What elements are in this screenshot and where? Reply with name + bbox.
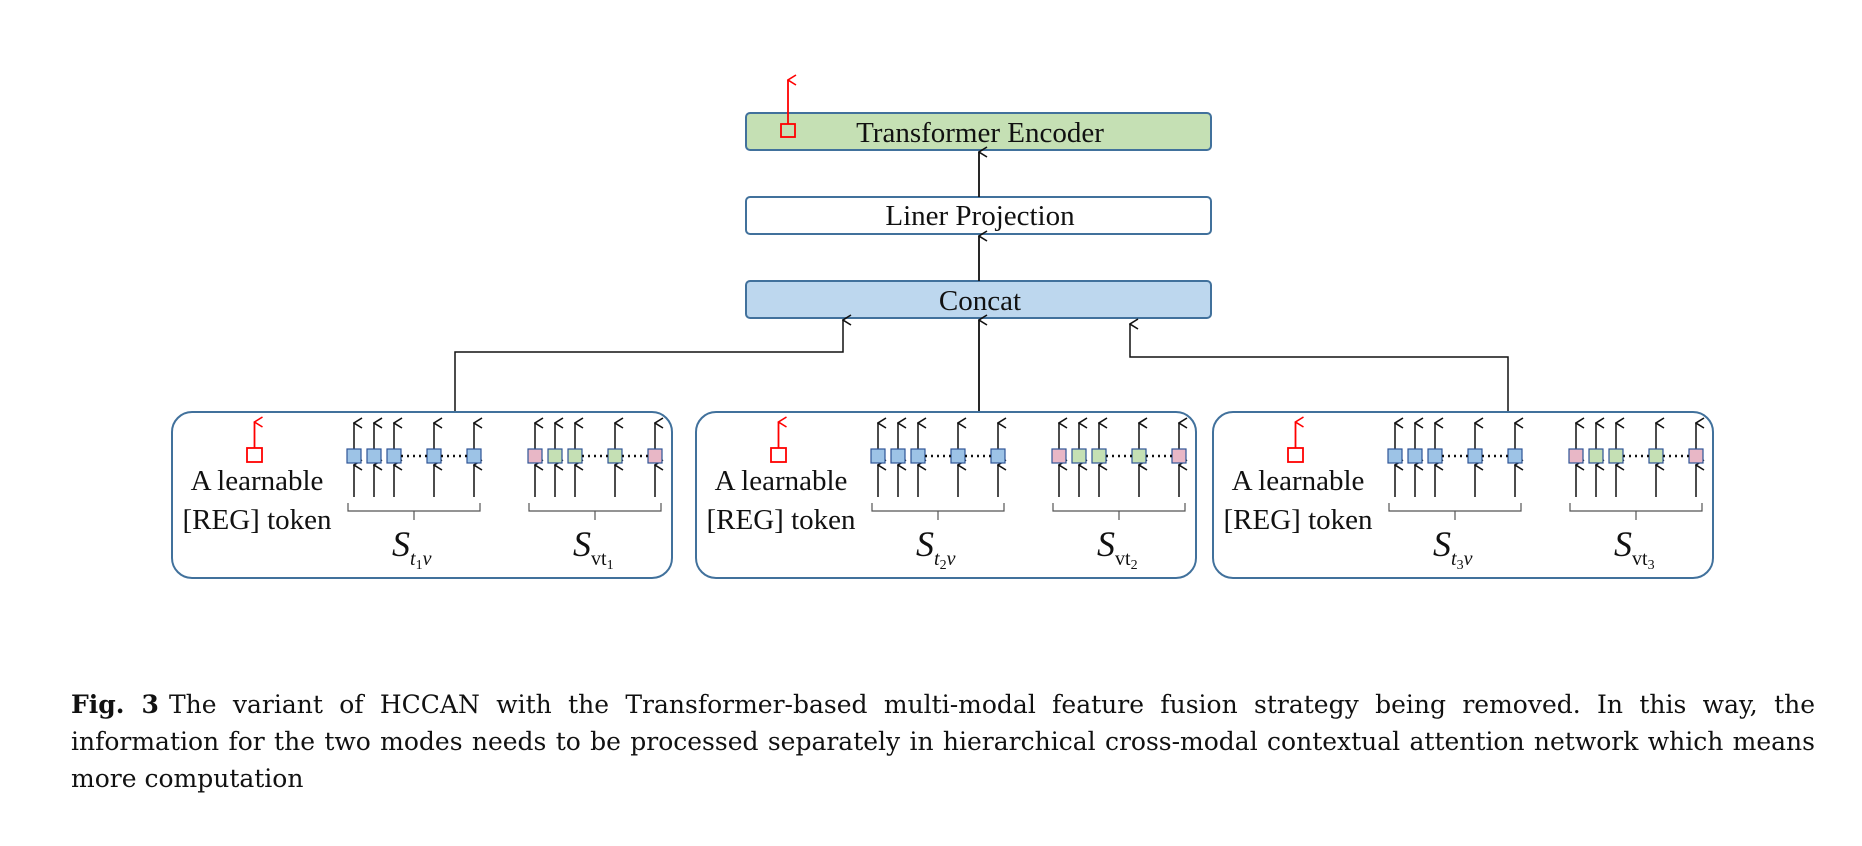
visual-text-group-3: Svt3 (1568, 423, 1704, 573)
hccan-variant-diagram: Transformer Encoder Liner Projection Con… (171, 0, 1714, 579)
group-brace (528, 503, 662, 520)
concat-label: Concat (939, 285, 1021, 317)
feature-token (547, 448, 563, 464)
reg-token-icon (770, 422, 786, 463)
reg-token-icon (246, 422, 262, 463)
feature-token (1387, 448, 1403, 464)
concat-block: Concat (745, 280, 1212, 319)
reg-token-label-line1: A learnable (715, 465, 848, 497)
group-label: Svt3 (1614, 524, 1655, 573)
feature-token (426, 448, 442, 464)
linear-projection-label: Liner Projection (885, 200, 1075, 232)
feature-token (950, 448, 966, 464)
feature-token (990, 448, 1006, 464)
feature-token (1688, 448, 1704, 464)
visual-text-group-1: Svt1 (527, 423, 663, 573)
feature-token (1608, 448, 1624, 464)
reg-token-label-line1: A learnable (1232, 465, 1365, 497)
feature-token (346, 448, 362, 464)
visual-text-group-2: Svt2 (1051, 423, 1187, 573)
feature-token (1407, 448, 1423, 464)
feature-token (1051, 448, 1067, 464)
feature-token (1467, 448, 1483, 464)
feature-token (647, 448, 663, 464)
feature-token (1171, 448, 1187, 464)
panel3-to-concat-connector (1130, 324, 1509, 412)
transformer-encoder-block: Transformer Encoder (745, 112, 1212, 151)
text-visual-group-3: St3v (1387, 423, 1523, 573)
feature-token (567, 448, 583, 464)
feature-token (890, 448, 906, 464)
feature-token (1507, 448, 1523, 464)
feature-token (1427, 448, 1443, 464)
reg-token-label-line1: A learnable (191, 465, 324, 497)
group-brace (1569, 503, 1703, 520)
feature-token (1131, 448, 1147, 464)
feature-token (1091, 448, 1107, 464)
feature-token (870, 448, 886, 464)
reg-token-label-line2: [REG] token (183, 504, 332, 536)
group-label: St3v (1433, 524, 1473, 573)
group-label: Svt1 (573, 524, 614, 573)
group-label: Svt2 (1097, 524, 1138, 573)
feature-token (1648, 448, 1664, 464)
feature-token (1588, 448, 1604, 464)
feature-token (607, 448, 623, 464)
reg-token-label-line2: [REG] token (707, 504, 856, 536)
feature-token (910, 448, 926, 464)
feature-token (466, 448, 482, 464)
group-label: St2v (916, 524, 956, 573)
group-brace (871, 503, 1005, 520)
feature-token (527, 448, 543, 464)
caption-label: Fig. 3 (71, 690, 159, 719)
reg-token-label-line2: [REG] token (1224, 504, 1373, 536)
group-label: St1v (392, 524, 432, 573)
group-brace (347, 503, 481, 520)
group-brace (1388, 503, 1522, 520)
linear-projection-block: Liner Projection (745, 196, 1212, 235)
feature-token (386, 448, 402, 464)
text-visual-group-1: St1v (346, 423, 482, 573)
text-visual-group-2: St2v (870, 423, 1006, 573)
caption-text: The variant of HCCAN with the Transforme… (71, 690, 1816, 793)
group-brace (1052, 503, 1186, 520)
transformer-encoder-label: Transformer Encoder (856, 117, 1104, 149)
feature-token (1071, 448, 1087, 464)
reg-token-icon (1287, 422, 1303, 463)
encoder-reg-output-icon (780, 80, 795, 138)
feature-token (366, 448, 382, 464)
feature-token (1568, 448, 1584, 464)
panel1-to-concat-connector (454, 320, 843, 412)
